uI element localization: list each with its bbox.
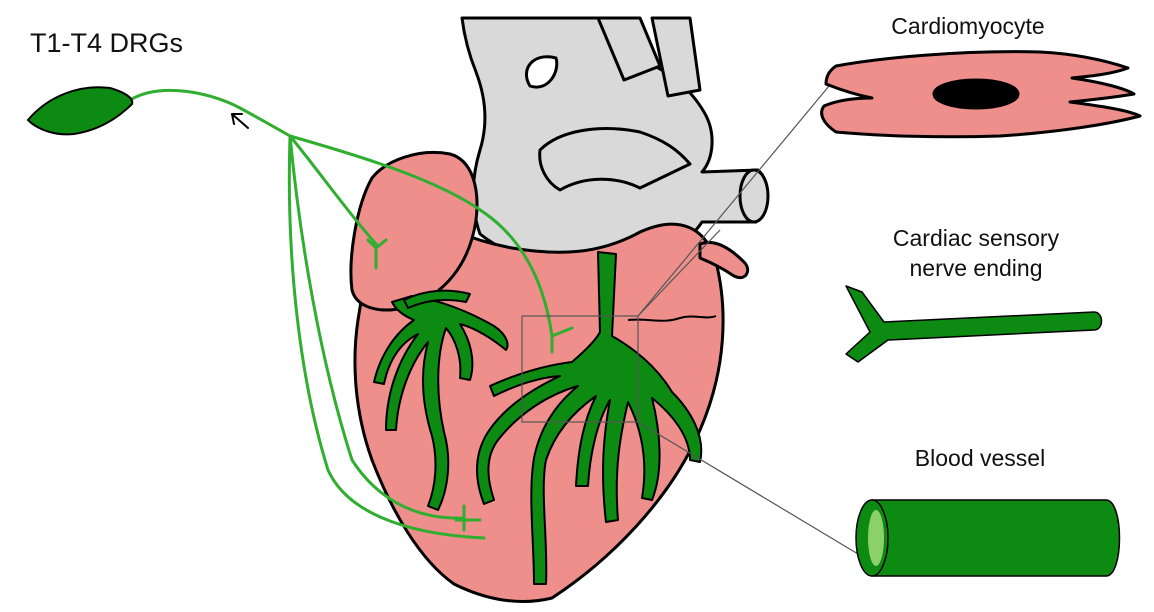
- cardiomyocyte-illustration: [822, 52, 1140, 137]
- blood-vessel-tube: [872, 500, 1120, 576]
- nerve-ending-shape: [846, 286, 1102, 362]
- nerve-ending-label-line2: nerve ending: [910, 255, 1043, 281]
- cardiomyocyte-label: Cardiomyocyte: [891, 13, 1044, 39]
- nerve-ending-illustration: [846, 286, 1102, 362]
- drg-label: T1-T4 DRGs: [30, 28, 183, 58]
- cardiomyocyte-nucleus: [934, 80, 1018, 108]
- leader-vessel: [638, 422, 858, 554]
- nerve-branch-left-atrium: [290, 136, 376, 244]
- drg-neuron-body: [28, 87, 132, 134]
- great-vessels: [462, 18, 768, 266]
- nerve-retro-arrow: [232, 114, 248, 128]
- vessel-opening: [740, 170, 768, 222]
- blood-vessel-illustration: [856, 500, 1120, 576]
- blood-vessel-end-inner: [868, 510, 884, 566]
- nerve-ending-label-line1: Cardiac sensory: [893, 225, 1060, 251]
- blood-vessel-label: Blood vessel: [915, 445, 1045, 471]
- nerve-axon-main: [130, 90, 290, 136]
